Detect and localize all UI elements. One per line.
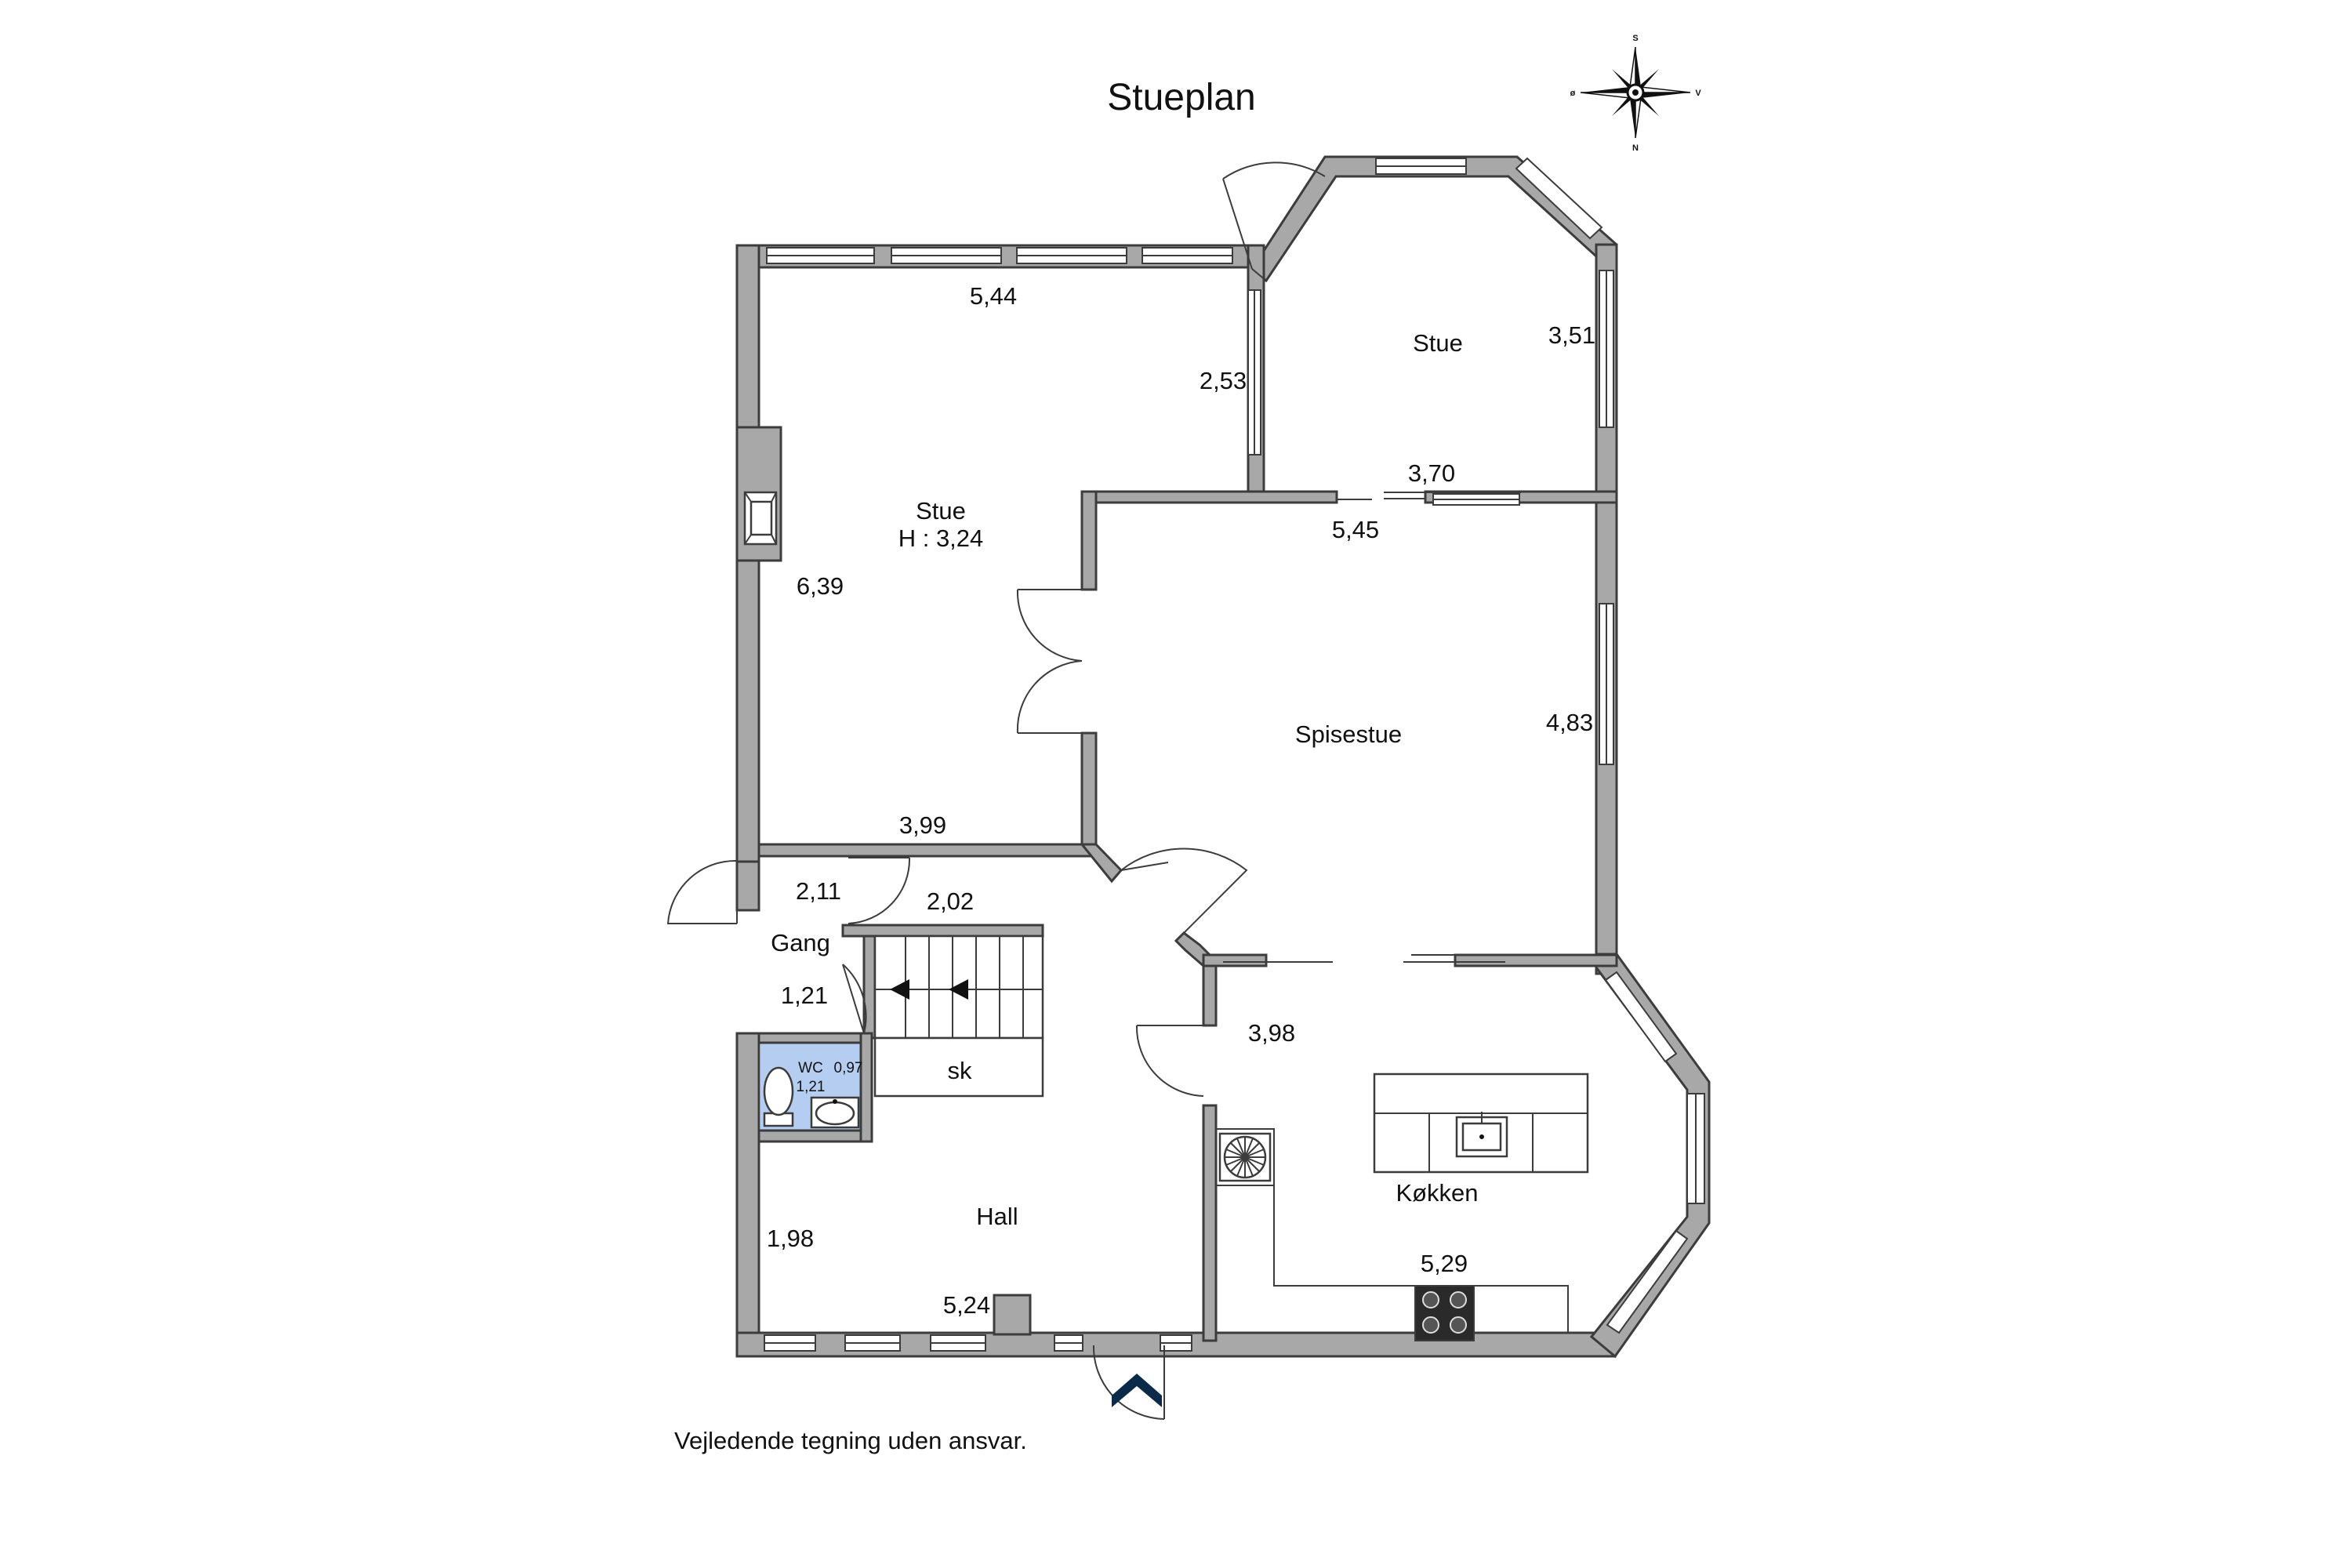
room-label-spisestue: Spisestue <box>1295 720 1402 748</box>
window-hall-5 <box>1160 1334 1192 1352</box>
entrance-arrow-icon <box>1112 1374 1162 1407</box>
compass-east: ø <box>1570 89 1576 98</box>
window-stue-top-3 <box>1016 247 1127 264</box>
compass-west: V <box>1695 89 1701 98</box>
window-bay-diagonal <box>1515 157 1603 240</box>
windows <box>764 157 1705 1352</box>
room-label-stue-main: Stue <box>916 497 966 524</box>
window-stue-right <box>1247 289 1261 456</box>
door-stue-spisestue <box>1016 589 1083 734</box>
dim-wc-width: 0,97 <box>834 1060 863 1076</box>
door-kitchen-sliding <box>1223 954 1513 963</box>
window-stue-top-1 <box>766 247 875 264</box>
window-kitchen-right <box>1686 1093 1705 1204</box>
room-label-wc: WC <box>798 1060 823 1076</box>
dim-kokken-bottom: 5,29 <box>1421 1250 1468 1277</box>
dim-gang-left: 1,21 <box>781 982 828 1009</box>
door-kitchen-hall <box>1135 1025 1204 1097</box>
dim-stue-bottom: 3,99 <box>899 811 946 839</box>
window-hall-2 <box>844 1334 901 1352</box>
compass-north: N <box>1632 143 1639 153</box>
dim-bay-bottom: 3,70 <box>1408 459 1455 487</box>
compass-south: S <box>1632 34 1638 43</box>
window-kitchen-diag-2 <box>1606 1229 1689 1334</box>
fan-icon <box>1218 1132 1272 1182</box>
dim-spisestue-right: 4,83 <box>1546 709 1593 736</box>
room-label-kokken: Køkken <box>1396 1179 1478 1207</box>
dim-kokken-top: 3,98 <box>1248 1019 1295 1047</box>
interior-walls <box>757 244 1618 1342</box>
window-hall-1 <box>764 1334 816 1352</box>
window-stue-top-4 <box>1142 247 1233 264</box>
door-bay-outer <box>1222 162 1326 281</box>
stair-arrow-icon <box>949 979 968 1000</box>
dim-gang-top: 2,11 <box>796 877 841 905</box>
staircase <box>873 935 1044 1040</box>
kitchen-sink-icon <box>1455 1112 1508 1158</box>
room-label-sk: sk <box>948 1057 973 1084</box>
window-bay-bottom <box>1432 493 1520 506</box>
door-bay-sliding <box>1337 492 1521 500</box>
dim-stue-left: 6,39 <box>797 572 844 600</box>
sink-icon <box>810 1096 860 1129</box>
dim-gang-right: 2,02 <box>927 887 974 915</box>
window-bay-top <box>1375 158 1467 175</box>
door-gang-hall <box>848 857 911 924</box>
dim-hall-left: 1,98 <box>767 1225 814 1252</box>
dim-hall-bottom: 5,24 <box>943 1291 990 1319</box>
footer-disclaimer: Vejledende tegning uden ansvar. <box>674 1427 1027 1454</box>
plan-title: Stueplan <box>1107 77 1256 118</box>
dim-bay-right: 3,51 <box>1548 321 1595 349</box>
window-hall-3 <box>930 1334 986 1352</box>
door-wc <box>842 964 867 1034</box>
room-label-hall: Hall <box>976 1203 1018 1230</box>
room-label-gang: Gang <box>771 929 830 956</box>
room-label-stue-bay: Stue <box>1413 329 1463 357</box>
fireplace-icon <box>743 491 778 546</box>
window-kitchen-diag-1 <box>1604 971 1678 1063</box>
toilet-icon <box>763 1066 794 1127</box>
dim-stue-right: 2,53 <box>1200 367 1247 394</box>
window-hall-4 <box>1054 1334 1083 1352</box>
dim-spisestue-top: 5,45 <box>1332 516 1379 543</box>
storage-closet <box>873 1036 1044 1098</box>
doors <box>666 162 1521 1420</box>
door-hall-spisestue <box>1120 848 1248 934</box>
door-gang-outer <box>666 859 738 924</box>
compass-rose: S N ø V <box>1570 34 1702 153</box>
window-bay-right <box>1599 270 1614 428</box>
compass-star-icon <box>1580 46 1691 139</box>
dim-wc-depth: 1,21 <box>797 1079 826 1095</box>
kitchen-counter <box>1216 1128 1569 1333</box>
room-height-stue-main: H : 3,24 <box>898 524 984 552</box>
dim-stue-top: 5,44 <box>970 282 1017 310</box>
window-stue-top-2 <box>891 247 1002 264</box>
stair-arrow-icon <box>890 979 909 1000</box>
window-spisestue-right <box>1599 603 1614 765</box>
cooktop-icon <box>1414 1285 1475 1341</box>
